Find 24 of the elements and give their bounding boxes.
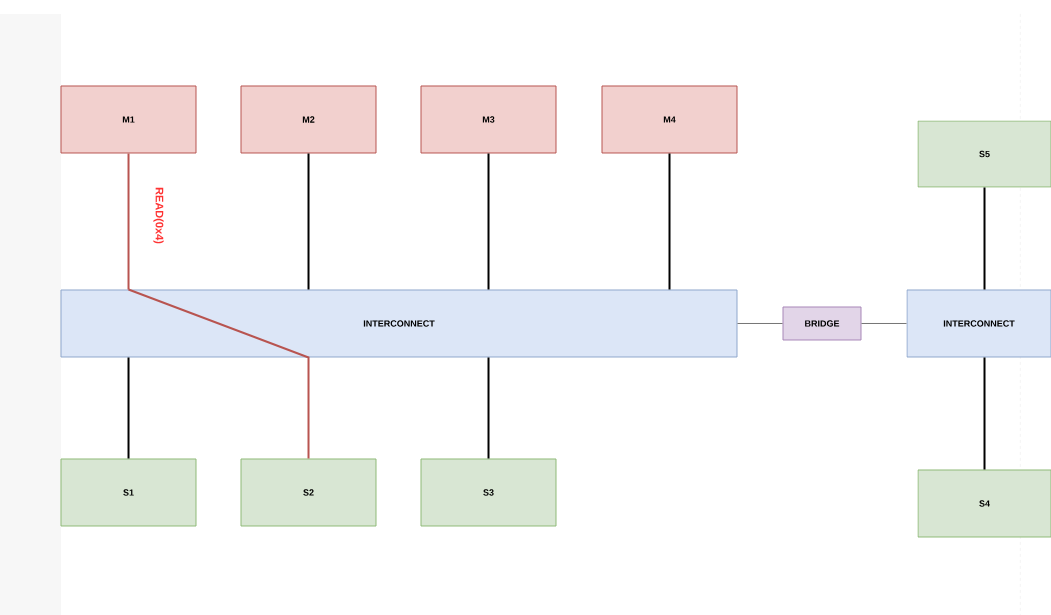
master-box: M4 <box>601 85 738 154</box>
master-box: M2 <box>240 85 377 154</box>
connector-line <box>307 152 310 291</box>
interconnect-bar: INTERCONNECT <box>60 289 738 358</box>
edge-label: READ(0x4) <box>153 187 164 244</box>
slave-box: S1 <box>60 458 197 527</box>
master-box: M1 <box>60 85 197 154</box>
connector-line <box>983 186 986 291</box>
bridge-box: BRIDGE <box>782 306 862 341</box>
slave-box: S5 <box>917 120 1051 188</box>
connector-line <box>127 356 130 460</box>
connector-line <box>983 356 986 471</box>
interconnect-bar: INTERCONNECT <box>906 289 1051 358</box>
connector-line <box>127 288 310 460</box>
connector-line <box>668 152 671 291</box>
connector-line <box>737 323 783 324</box>
connector-line <box>861 323 907 324</box>
connector-line <box>487 356 490 460</box>
master-box: M3 <box>420 85 557 154</box>
slave-box: S2 <box>240 458 377 527</box>
slave-box: S3 <box>420 458 557 527</box>
connector-line <box>487 152 490 291</box>
slave-box: S4 <box>917 469 1051 538</box>
connector-line <box>127 152 130 291</box>
